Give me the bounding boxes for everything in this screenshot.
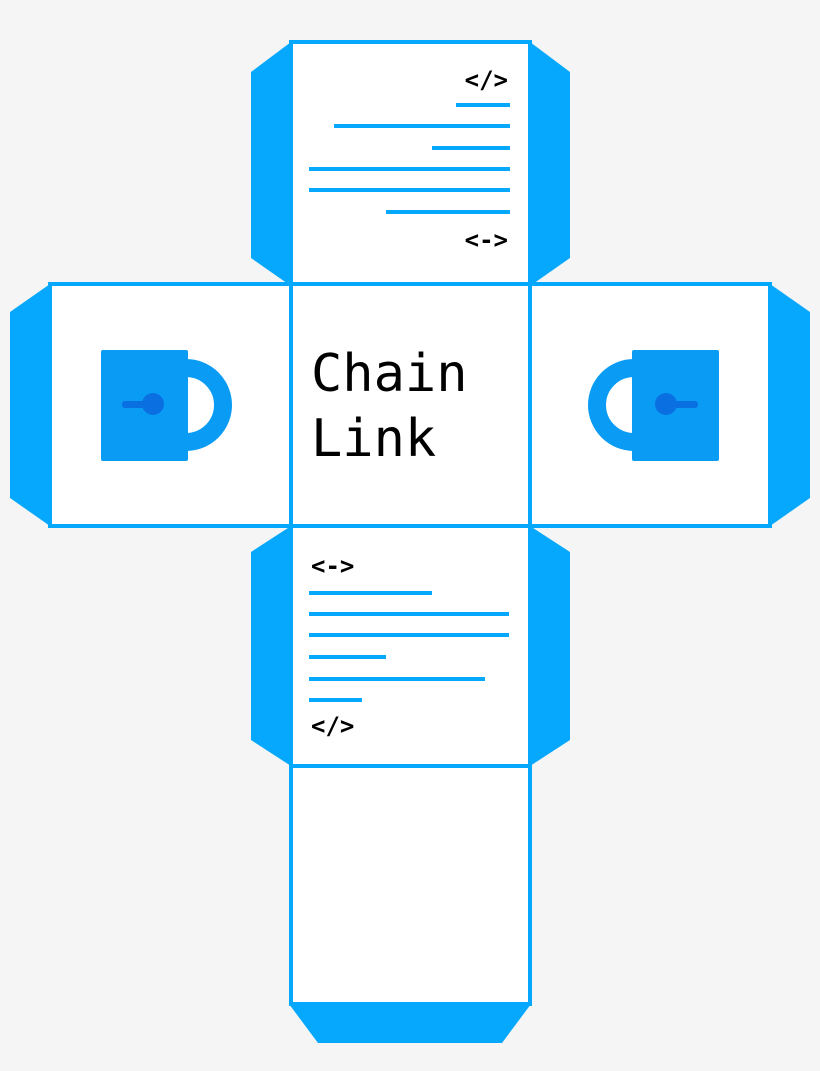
padlock-icon: [588, 350, 719, 461]
code-close-tag: </>: [311, 712, 354, 740]
code-open-tag: </>: [465, 66, 508, 94]
top-face-code: </> <->: [309, 66, 510, 254]
keyhole-slot: [122, 401, 154, 408]
keyhole-slot: [666, 401, 698, 408]
code-open-tag: <->: [311, 552, 354, 580]
lower-face-code: <-> </>: [309, 552, 509, 740]
title-line-2: Link: [311, 409, 436, 469]
padlock-icon: [101, 350, 232, 461]
tab-mid-right: [530, 526, 570, 766]
face-bottom: [289, 764, 532, 1006]
tab-mid-left: [251, 526, 291, 766]
center-face-title: Chain Link: [311, 344, 468, 469]
tab-left-outer: [10, 284, 50, 526]
code-lines: [309, 591, 509, 702]
code-close-tag: <->: [465, 226, 508, 254]
face-top: [289, 40, 532, 286]
code-lines: [309, 103, 510, 214]
tab-top-right: [530, 42, 570, 286]
tab-top-left: [251, 42, 291, 286]
glue-tabs: [10, 42, 810, 1043]
faces: [48, 40, 772, 1006]
face-center: [289, 282, 532, 528]
title-line-1: Chain: [311, 344, 468, 404]
tab-bottom: [289, 1004, 531, 1043]
tab-right-outer: [770, 284, 810, 526]
padlock-shackle: [588, 359, 635, 451]
padlock-shackle: [185, 359, 232, 451]
